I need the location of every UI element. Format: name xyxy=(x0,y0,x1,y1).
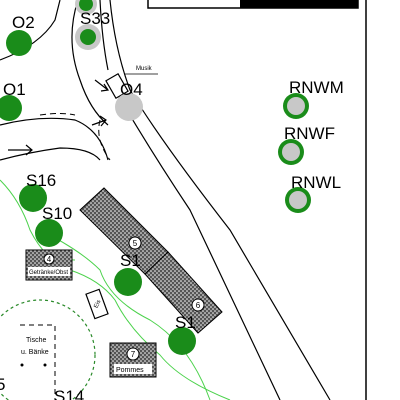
marker-s1-lower[interactable]: S1 xyxy=(168,313,196,355)
stall-band xyxy=(79,187,223,334)
marker-s10[interactable]: S10 xyxy=(35,204,72,247)
stall-6-number: 6 xyxy=(196,301,201,310)
eis-stall: Eis xyxy=(85,288,109,320)
marker-s1-lower-label: S1 xyxy=(175,313,196,332)
marker-o2-label: O2 xyxy=(12,13,35,32)
marker-o4[interactable]: O4 xyxy=(115,80,143,121)
getraenke-number: 4 xyxy=(47,255,52,264)
marker-rnwf-label: RNWF xyxy=(284,124,335,143)
marker-left-partial-label: 5 xyxy=(0,375,5,394)
marker-s10-label: S10 xyxy=(42,204,72,223)
tische-label-2: u. Bänke xyxy=(21,349,49,356)
musik-label: Musik xyxy=(136,66,153,72)
stall-5: 5 xyxy=(128,236,142,250)
marker-o2[interactable]: O2 xyxy=(6,13,35,56)
marker-s16-label: S16 xyxy=(26,171,56,190)
direction-arrows xyxy=(8,79,110,156)
stall-5-number: 5 xyxy=(133,239,138,248)
musik-stage: Musik xyxy=(105,66,158,99)
marker-left-partial[interactable]: 5 xyxy=(0,375,5,394)
marker-rnwl[interactable]: RNWL xyxy=(285,173,341,213)
marker-s1-upper-label: S1 xyxy=(120,251,141,270)
pommes-stall: 7 Pommes xyxy=(109,342,157,378)
marker-rnwl-label: RNWL xyxy=(291,173,341,192)
getraenke-stall: 4 Getränke/Obst xyxy=(25,249,73,281)
tische-label-1: Tische xyxy=(26,337,46,344)
seating-area xyxy=(0,299,96,400)
eis-label: Eis xyxy=(93,299,102,309)
pommes-label: Pommes xyxy=(116,367,144,374)
marker-rnwm[interactable]: RNWM xyxy=(283,78,344,119)
lane-markings xyxy=(39,113,111,161)
scale-bar xyxy=(147,0,359,9)
road-edges xyxy=(0,0,331,400)
marker-s16[interactable]: S16 xyxy=(19,171,56,212)
marker-o1-label: O1 xyxy=(3,80,26,99)
marker-s14-label: S14 xyxy=(54,387,84,400)
marker-rnwm-label: RNWM xyxy=(289,78,344,97)
marker-s33-label: S33 xyxy=(80,9,110,28)
marker-o1[interactable]: O1 xyxy=(0,80,26,121)
marker-rnwf[interactable]: RNWF xyxy=(278,124,335,165)
stall-6: 6 xyxy=(191,298,205,312)
getraenke-label: Getränke/Obst xyxy=(29,270,68,276)
pommes-number: 7 xyxy=(131,350,136,359)
marker-o4-label: O4 xyxy=(120,80,143,99)
marker-s1-upper[interactable]: S1 xyxy=(114,251,142,296)
marker-s14[interactable]: S14 xyxy=(54,387,84,400)
marker-s33[interactable]: S33 xyxy=(75,0,110,50)
